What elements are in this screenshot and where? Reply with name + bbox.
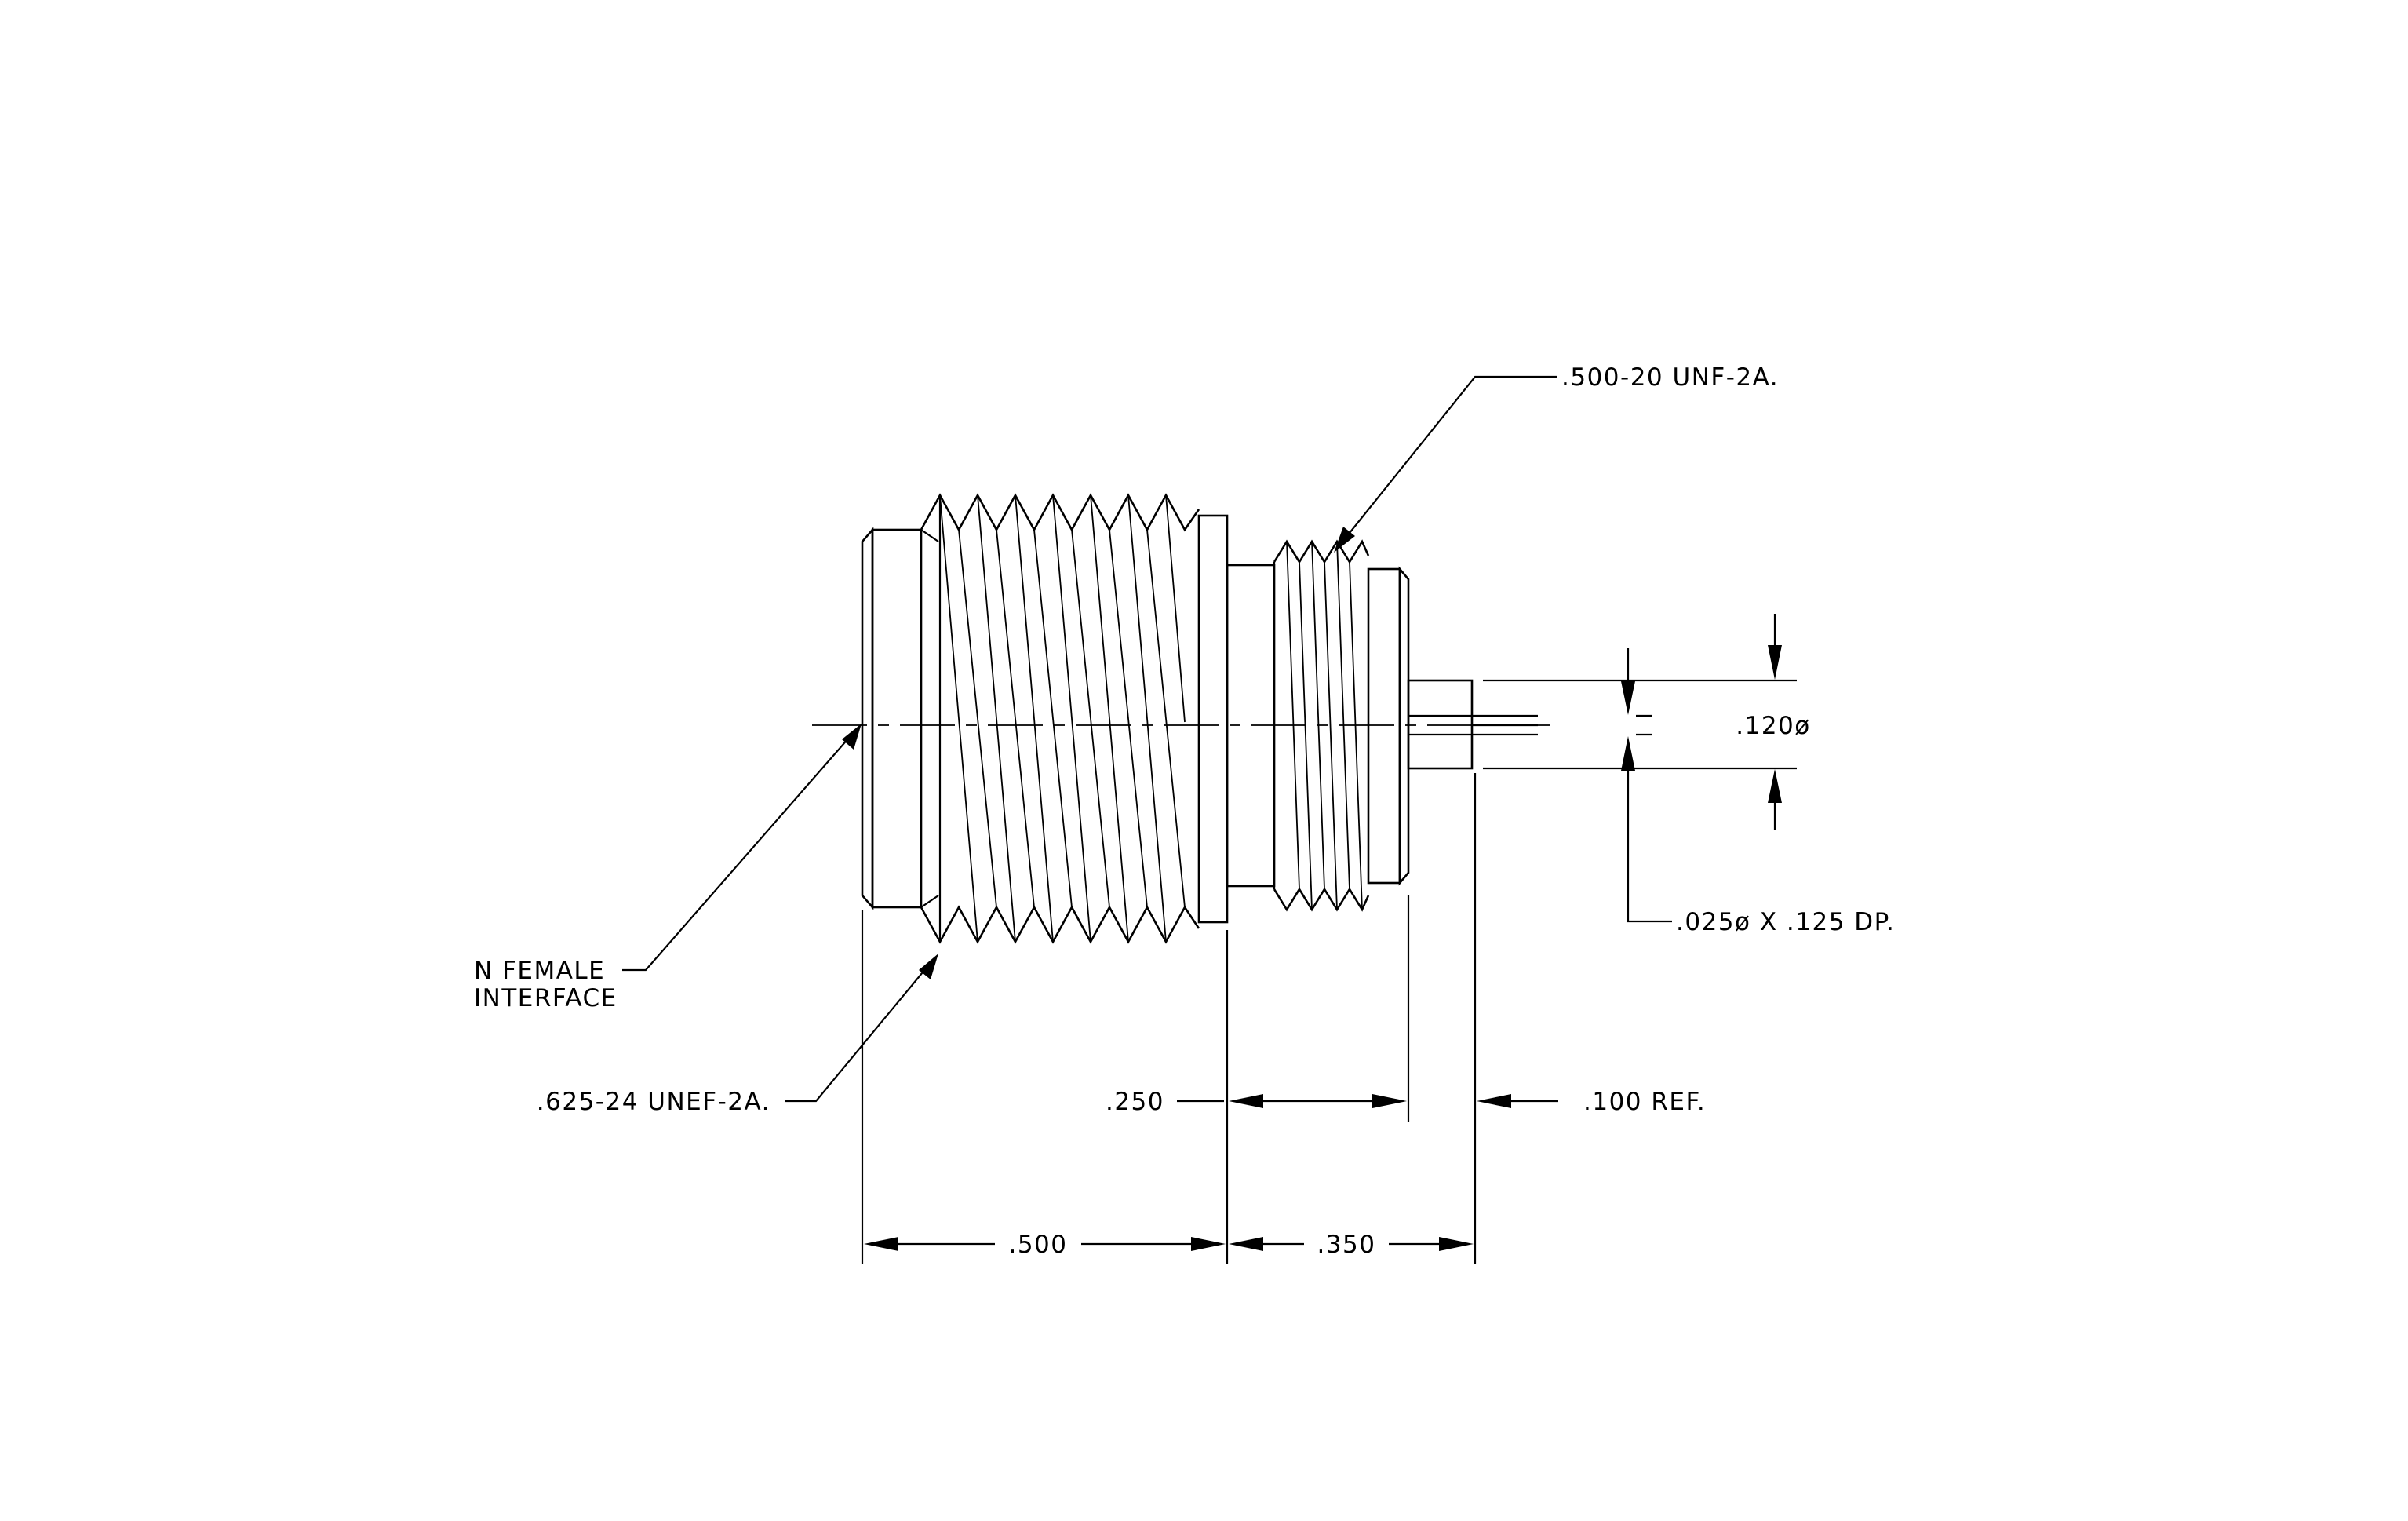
dim-pin-diameter bbox=[1768, 614, 1782, 830]
small-thread bbox=[1273, 539, 1370, 912]
label-hole-callout: .025ø X .125 DP. bbox=[1676, 908, 1895, 936]
dim-hole-diameter bbox=[1621, 648, 1635, 715]
label-dim-100-ref: .100 REF. bbox=[1583, 1088, 1706, 1116]
label-thread-small: .500-20 UNF-2A. bbox=[1561, 363, 1779, 392]
leader-thread-large bbox=[785, 954, 938, 1103]
rear-ring bbox=[1367, 566, 1410, 886]
center-pin bbox=[1407, 679, 1538, 770]
label-thread-large: .625-24 UNEF-2A. bbox=[537, 1088, 770, 1116]
label-interface-line2: INTERFACE bbox=[474, 984, 617, 1012]
dim-350 bbox=[1229, 1237, 1474, 1251]
interface-collar bbox=[861, 527, 939, 910]
large-thread-crests bbox=[939, 494, 1186, 943]
extension-lines bbox=[861, 679, 1797, 1264]
flange bbox=[1197, 514, 1229, 924]
label-dim-350: .350 bbox=[1317, 1231, 1375, 1259]
dim-250 bbox=[1177, 1094, 1407, 1108]
large-thread bbox=[920, 493, 1200, 944]
leader-thread-small bbox=[1334, 375, 1557, 553]
label-interface-line1: N FEMALE bbox=[474, 957, 605, 985]
leader-hole bbox=[1621, 736, 1672, 923]
label-dim-250: .250 bbox=[1106, 1088, 1164, 1116]
dim-100-ref bbox=[1477, 1094, 1558, 1108]
label-dim-500: .500 bbox=[1008, 1231, 1067, 1259]
small-thread-crests bbox=[1286, 541, 1363, 910]
leader-interface bbox=[622, 724, 862, 972]
label-pin-diameter: .120ø bbox=[1736, 712, 1811, 740]
connector-body bbox=[812, 493, 1550, 944]
dim-500 bbox=[864, 1237, 1226, 1251]
